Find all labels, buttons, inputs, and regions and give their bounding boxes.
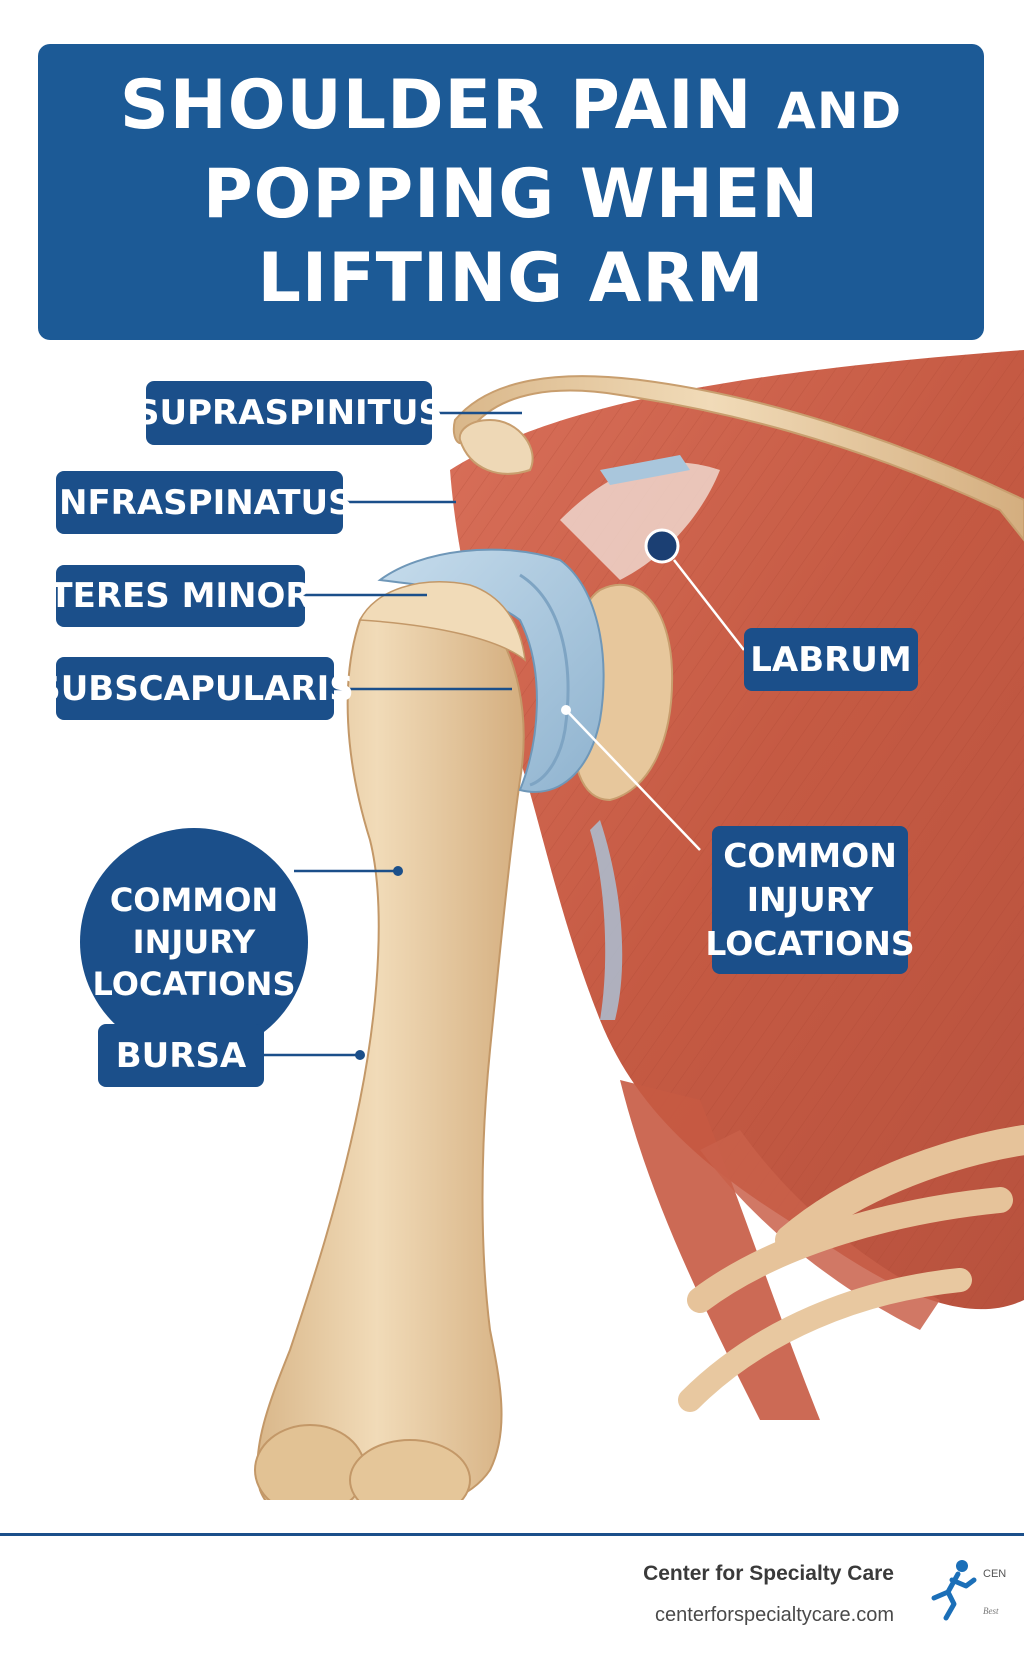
title-banner: SHOULDER PAIN AND POPPING WHEN LIFTING A… <box>38 44 984 340</box>
footer-url[interactable]: centerforspecialtycare.com <box>655 1604 894 1626</box>
label-text: SUBSCAPULARIS <box>36 668 354 709</box>
title-text-main: SHOULDER PAIN <box>119 65 753 145</box>
label-supraspinitus: SUPRASPINITUS <box>135 381 443 445</box>
label-line: COMMON <box>109 881 279 919</box>
label-line: LOCATIONS <box>92 965 296 1003</box>
title-text-and: AND <box>777 81 903 140</box>
logo-subtext: Best <box>983 1606 999 1616</box>
logo-text: CEN <box>983 1568 1007 1580</box>
title-line-2: POPPING WHEN <box>202 154 820 234</box>
supraspinatus-tendon <box>560 462 720 580</box>
labrum-marker <box>644 528 680 564</box>
shoulder-anatomy-illustration <box>240 350 1024 1530</box>
rib-1 <box>775 1125 1024 1255</box>
running-figure-icon <box>931 1560 977 1621</box>
label-line: INJURY <box>132 923 256 961</box>
label-line: INJURY <box>746 880 874 919</box>
leader-labrum <box>673 559 745 651</box>
leader-injury-right <box>565 709 701 851</box>
label-text: BURSA <box>115 1035 247 1076</box>
label-text: TERES MINOR <box>49 576 312 616</box>
rib-2 <box>687 1187 1013 1313</box>
label-text: INFRASPINATUS <box>46 482 353 523</box>
label-subscapularis: SUBSCAPULARIS <box>36 657 354 720</box>
label-teres-minor: TERES MINOR <box>49 565 312 627</box>
title-line-3: LIFTING ARM <box>257 238 765 318</box>
label-text: LABRUM <box>750 639 912 680</box>
footer-organization: Center for Specialty Care <box>643 1562 894 1585</box>
label-line: LOCATIONS <box>705 924 915 963</box>
label-bursa: BURSA <box>98 1024 264 1087</box>
label-line: COMMON <box>723 836 897 875</box>
label-labrum: LABRUM <box>744 628 918 691</box>
label-common-injury-left: COMMON INJURY LOCATIONS <box>80 828 308 1056</box>
rib-3 <box>678 1268 972 1412</box>
clavicle <box>452 375 1024 542</box>
footer-divider <box>0 1533 1024 1536</box>
label-infraspinatus: INFRASPINATUS <box>46 471 353 534</box>
title-line-1: SHOULDER PAIN AND <box>120 64 902 153</box>
label-text: SUPRASPINITUS <box>135 393 443 433</box>
label-common-injury-right: COMMON INJURY LOCATIONS <box>705 826 915 974</box>
